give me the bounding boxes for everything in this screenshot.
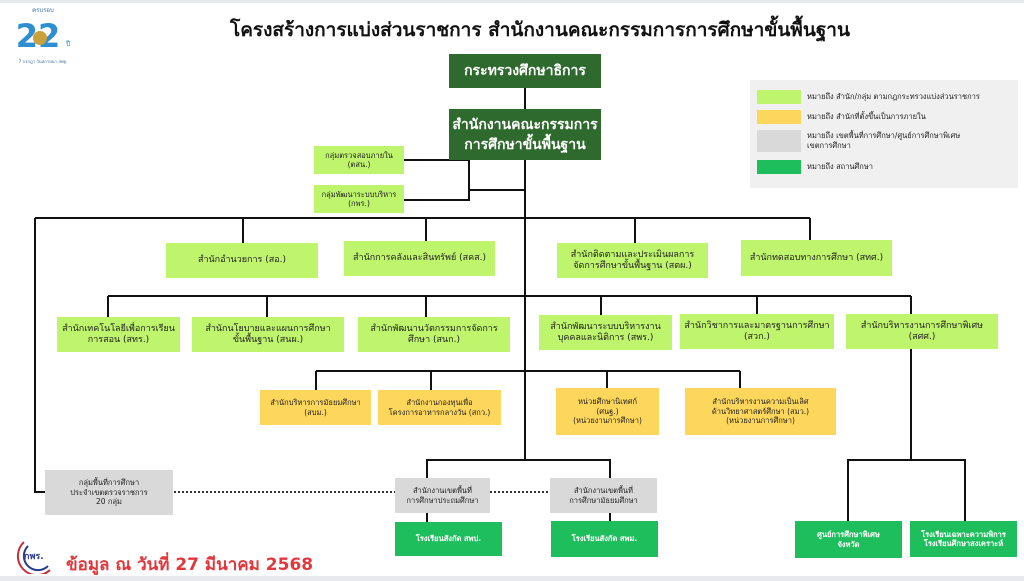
box-label: ศูนย์การศึกษาพิเศษ	[817, 530, 880, 539]
office-box-stp: สำนักติดตามและประเมินผลการ จัดการศึกษาขั…	[557, 243, 708, 278]
box-label: หน่วยศึกษานิเทศก์	[577, 397, 638, 407]
box-label: กลุ่มพื้นที่การศึกษา	[78, 478, 140, 488]
legend-label: หมายถึง สำนัก/กลุ่ม ตามกฎกระทรวงแบ่งส่วน…	[807, 92, 980, 101]
box-label: จังหวัด	[837, 539, 860, 549]
obec-box: สำนักงานคณะกรรมการ การศึกษาขั้นพื้นฐาน	[449, 109, 601, 160]
box-label: (สวก.)	[744, 331, 770, 342]
box-label: (หน่วยงานการศึกษา)	[573, 416, 642, 426]
data-as-of-date: ข้อมูล ณ วันที่ 27 มีนาคม 2568	[66, 555, 314, 575]
office-box-str: สำนักเทคโนโลยีเพื่อการเรียน การสอน (สทร.…	[57, 317, 180, 352]
internal-office-box-skw: สำนักงานกองทุนเพื่อ โครงการอาหารกลางวัน …	[378, 390, 501, 425]
box-label: กลุ่มพัฒนาระบบบริหาร	[321, 189, 397, 199]
anniversary-logo: ครบรอบ 22 ปี 7 กรกฎา วันสถาปนา สพฐ.	[16, 7, 71, 64]
legend-item-ministerial-office: หมายถึง สำนัก/กลุ่ม ตามกฎกระทรวงแบ่งส่วน…	[757, 90, 1017, 104]
box-label: 20 กลุ่ม	[95, 497, 122, 507]
office-box-spr: สำนักพัฒนาระบบบริหารงาน บุคคลและนิติการ …	[539, 315, 672, 350]
box-label: สำนักนโยบายและแผนการศึกษา	[205, 323, 331, 334]
box-label: สำนักพัฒนานวัตกรรมการจัดการ	[370, 323, 498, 334]
internal-office-box-smw: สำนักบริหารงานความเป็นเลิศ ด้านวิทยาศาสต…	[685, 388, 836, 435]
svg-text:ครบรอบ: ครบรอบ	[32, 7, 54, 14]
page-title: โครงสร้างการแบ่งส่วนราชการ สำนักงานคณะกร…	[230, 19, 850, 41]
box-label: (ตสน.)	[347, 160, 371, 169]
secondary-schools-box: โรงเรียนสังกัด สพม.	[551, 521, 658, 557]
bottom-border	[0, 576, 1024, 581]
svg-text:กพร.: กพร.	[24, 552, 44, 562]
box-label: สำนักบริหารงานการศึกษาพิเศษ	[860, 320, 984, 331]
internal-audit-group-box: กลุ่มตรวจสอบภายใน (ตสน.)	[314, 146, 404, 174]
box-label: สำนักงานกองทุนเพื่อ	[406, 398, 473, 407]
box-label: โรงเรียนศึกษาสงเคราะห์	[923, 539, 1004, 548]
box-label: การสอน (สทร.)	[87, 334, 150, 345]
box-label: (กพร.)	[348, 199, 370, 208]
legend-swatch-green	[757, 160, 801, 174]
special-schools-box: โรงเรียนเฉพาะความพิการ โรงเรียนศึกษาสงเค…	[910, 521, 1017, 557]
special-education-center-box: ศูนย์การศึกษาพิเศษ จังหวัด	[795, 521, 902, 558]
box-label: โรงเรียนสังกัด สพม.	[571, 534, 638, 544]
office-box-snp: สำนักนโยบายและแผนการศึกษา ขั้นพื้นฐาน (ส…	[192, 317, 344, 352]
primary-area-office-box: สำนักงานเขตพื้นที่ การศึกษาประถมศึกษา	[395, 478, 490, 513]
obec-label-line1: สำนักงานคณะกรรมการ	[452, 116, 598, 133]
ministry-box: กระทรวงศึกษาธิการ	[449, 54, 601, 88]
legend-item-area-office: หมายถึง เขตพื้นที่การศึกษา/ศูนย์การศึกษา…	[757, 130, 967, 152]
box-label: โรงเรียนเฉพาะความพิการ	[921, 529, 1006, 539]
legend-label: หมายถึง สำนักที่ตั้งขึ้นเป็นการภายใน	[807, 112, 926, 121]
box-label: บุคคลและนิติการ (สพร.)	[557, 332, 654, 343]
office-box-swk: สำนักวิชาการและมาตรฐานการศึกษา (สวก.)	[680, 314, 834, 349]
box-label: (สศศ.)	[908, 331, 936, 342]
box-label: กลุ่มตรวจสอบภายใน	[325, 150, 393, 160]
box-label: สำนักพัฒนาระบบบริหารงาน	[550, 321, 661, 332]
legend-label: หมายถึง สถานศึกษา	[807, 162, 873, 171]
box-label: (สบม.)	[304, 407, 327, 417]
admin-development-group-box: กลุ่มพัฒนาระบบบริหาร (กพร.)	[314, 185, 404, 213]
box-label: สำนักอำนวยการ (สอ.)	[197, 255, 287, 265]
box-label: ประจำเขตตรวจราชการ	[70, 487, 148, 497]
legend-item-school: หมายถึง สถานศึกษา	[757, 160, 1017, 174]
box-label: สำนักงานเขตพื้นที่	[573, 486, 634, 495]
box-label: สำนักเทคโนโลยีเพื่อการเรียน	[62, 323, 175, 334]
box-label: สำนักบริหารงานความเป็นเลิศ	[712, 397, 809, 407]
secondary-area-office-box: สำนักงานเขตพื้นที่ การศึกษามัธยมศึกษา	[550, 478, 657, 513]
obec-label-line2: การศึกษาขั้นพื้นฐาน	[464, 136, 586, 153]
svg-text:7 กรกฎา วันสถาปนา สพฐ.: 7 กรกฎา วันสถาปนา สพฐ.	[19, 59, 68, 64]
office-box-snk: สำนักพัฒนานวัตกรรมการจัดการ ศึกษา (สนก.)	[358, 317, 510, 352]
box-label: การศึกษาประถมศึกษา	[406, 495, 479, 505]
legend: หมายถึง สำนัก/กลุ่ม ตามกฎกระทรวงแบ่งส่วน…	[750, 80, 1018, 188]
office-box-sts: สำนักทดสอบทางการศึกษา (สทศ.)	[741, 240, 892, 276]
box-label: การศึกษามัธยมศึกษา	[569, 495, 638, 505]
legend-swatch-yellow	[757, 110, 801, 124]
primary-schools-box: โรงเรียนสังกัด สพป.	[395, 522, 502, 556]
box-label: ด้านวิทยาศาสตร์ศึกษา (สมว.)	[711, 406, 810, 416]
box-label: (หน่วยงานการศึกษา)	[726, 416, 795, 426]
svg-text:ปี: ปี	[66, 40, 71, 48]
box-label: สำนักวิชาการและมาตรฐานการศึกษา	[684, 320, 830, 331]
box-label: (ศนฐ.)	[596, 406, 619, 416]
ministry-label: กระทรวงศึกษาธิการ	[464, 63, 586, 79]
box-label: สำนักงานเขตพื้นที่	[412, 486, 473, 495]
box-label: ขั้นพื้นฐาน (สนผ.)	[232, 334, 304, 345]
box-label: สำนักบริหารการมัธยมศึกษา	[270, 398, 361, 407]
box-label: สำนักทดสอบทางการศึกษา (สทศ.)	[749, 252, 884, 263]
box-label: โครงการอาหารกลางวัน (สกว.)	[388, 407, 491, 417]
box-label: โรงเรียนสังกัด สพป.	[415, 534, 482, 544]
inspection-area-groups-box: กลุ่มพื้นที่การศึกษา ประจำเขตตรวจราชการ …	[45, 470, 173, 515]
internal-office-box-sbm: สำนักบริหารการมัธยมศึกษา (สบม.)	[260, 390, 371, 425]
office-box-sss: สำนักบริหารงานการศึกษาพิเศษ (สศศ.)	[846, 314, 998, 349]
legend-label: หมายถึง เขตพื้นที่การศึกษา/ศูนย์การศึกษา…	[807, 131, 961, 150]
legend-swatch-light-green	[757, 90, 801, 104]
office-box-skh: สำนักการคลังและสินทรัพย์ (สคส.)	[344, 241, 495, 276]
internal-office-box-snt: หน่วยศึกษานิเทศก์ (ศนฐ.) (หน่วยงานการศึก…	[556, 388, 659, 435]
box-label: สำนักติดตามและประเมินผลการ	[570, 249, 695, 260]
box-label: สำนักการคลังและสินทรัพย์ (สคส.)	[353, 253, 486, 263]
legend-item-internal-office: หมายถึง สำนักที่ตั้งขึ้นเป็นการภายใน	[757, 110, 1017, 124]
office-box-so: สำนักอำนวยการ (สอ.)	[166, 243, 318, 278]
top-border	[0, 0, 1024, 3]
kpr-logo: กพร.	[16, 541, 51, 574]
box-label: ศึกษา (สนก.)	[408, 334, 460, 345]
box-label: จัดการศึกษาขั้นพื้นฐาน (สตผ.)	[573, 260, 692, 271]
legend-swatch-grey	[757, 130, 801, 152]
